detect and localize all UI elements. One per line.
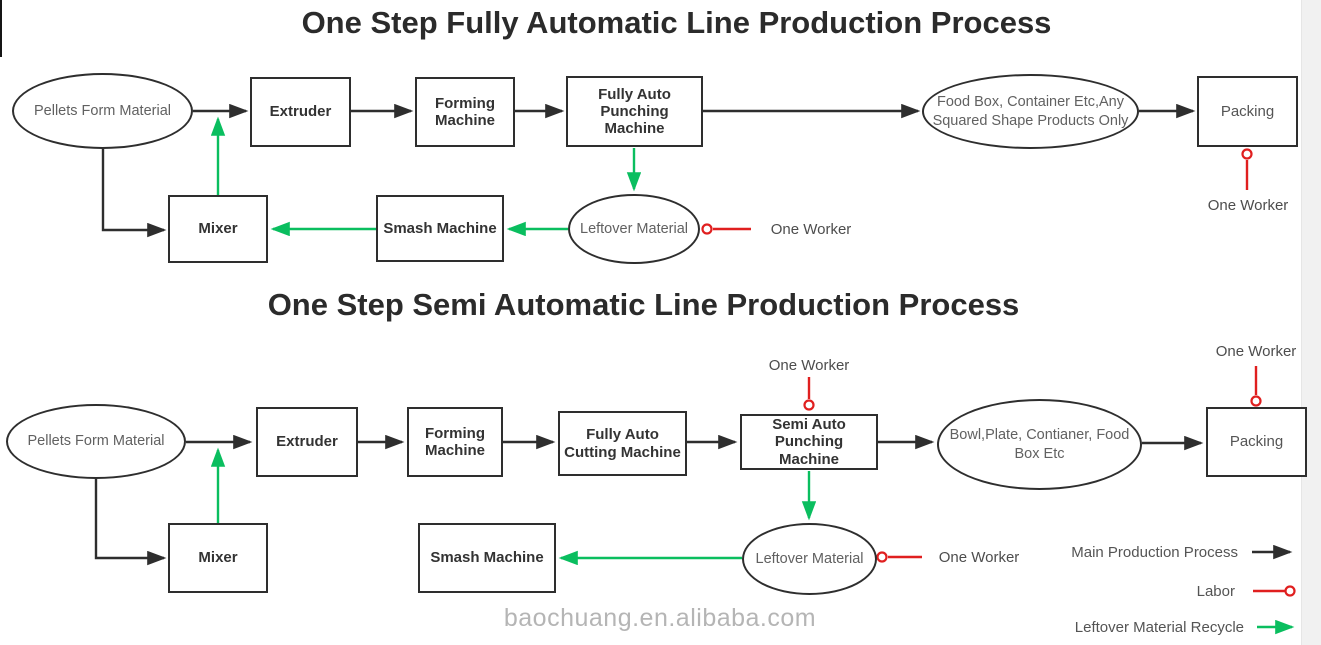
- d2-node-packing: Packing: [1206, 407, 1307, 477]
- legend-labor-label: Labor: [1196, 583, 1235, 600]
- left-edge-line: [0, 0, 2, 57]
- d2-labor-ring-packing: [1250, 395, 1262, 407]
- d1-arrow-pellets-mixer: [101, 149, 167, 238]
- d1-label-one-worker-leftover: One Worker: [770, 221, 852, 238]
- title-fully-automatic: One Step Fully Automatic Line Production…: [301, 5, 1052, 40]
- d1-node-forming-machine: Forming Machine: [415, 77, 515, 147]
- d1-label-one-worker-packing: One Worker: [1207, 197, 1289, 214]
- d1-labor-ring-packing: [1241, 148, 1253, 160]
- d2-node-semi-auto-punching-machine: Semi Auto Punching Machine: [740, 414, 878, 470]
- d1-node-smash-machine: Smash Machine: [376, 195, 504, 262]
- d2-node-leftover-material: Leftover Material: [742, 523, 877, 595]
- d2-labor-ring-punching: [803, 399, 815, 411]
- d2-node-products: Bowl,Plate, Contianer, Food Box Etc: [937, 399, 1142, 490]
- d2-labor-ring-leftover: [876, 551, 888, 563]
- watermark-text: baochuang.en.alibaba.com: [503, 604, 817, 632]
- d1-labor-ring-leftover: [701, 223, 713, 235]
- d2-label-one-worker-leftover: One Worker: [938, 549, 1020, 566]
- d2-node-extruder: Extruder: [256, 407, 358, 477]
- legend-main-production-process-label: Main Production Process: [1071, 544, 1238, 561]
- d2-node-forming-machine: Forming Machine: [407, 407, 503, 477]
- d2-node-fully-auto-cutting-machine: Fully Auto Cutting Machine: [558, 411, 687, 476]
- legend-leftover-material-recycle-label: Leftover Material Recycle: [1074, 619, 1244, 636]
- d1-node-leftover-material: Leftover Material: [568, 194, 700, 264]
- d1-node-packing: Packing: [1197, 76, 1298, 147]
- d2-node-mixer: Mixer: [168, 523, 268, 593]
- d1-node-extruder: Extruder: [250, 77, 351, 147]
- d1-node-pellets-form-material: Pellets Form Material: [12, 73, 193, 149]
- legend-labor-ring: [1284, 585, 1296, 597]
- d2-node-smash-machine: Smash Machine: [418, 523, 556, 593]
- d1-node-fully-auto-punching-machine: Fully Auto Punching Machine: [566, 76, 703, 147]
- right-edge-band: [1301, 0, 1321, 645]
- d2-label-one-worker-packing: One Worker: [1215, 343, 1297, 360]
- d2-label-one-worker-punching: One Worker: [768, 357, 850, 374]
- d1-node-products: Food Box, Container Etc,Any Squared Shap…: [922, 74, 1139, 149]
- title-semi-automatic: One Step Semi Automatic Line Production …: [267, 287, 1020, 322]
- d2-arrow-pellets-mixer: [94, 479, 167, 566]
- d2-node-pellets-form-material: Pellets Form Material: [6, 404, 186, 479]
- d1-node-mixer: Mixer: [168, 195, 268, 263]
